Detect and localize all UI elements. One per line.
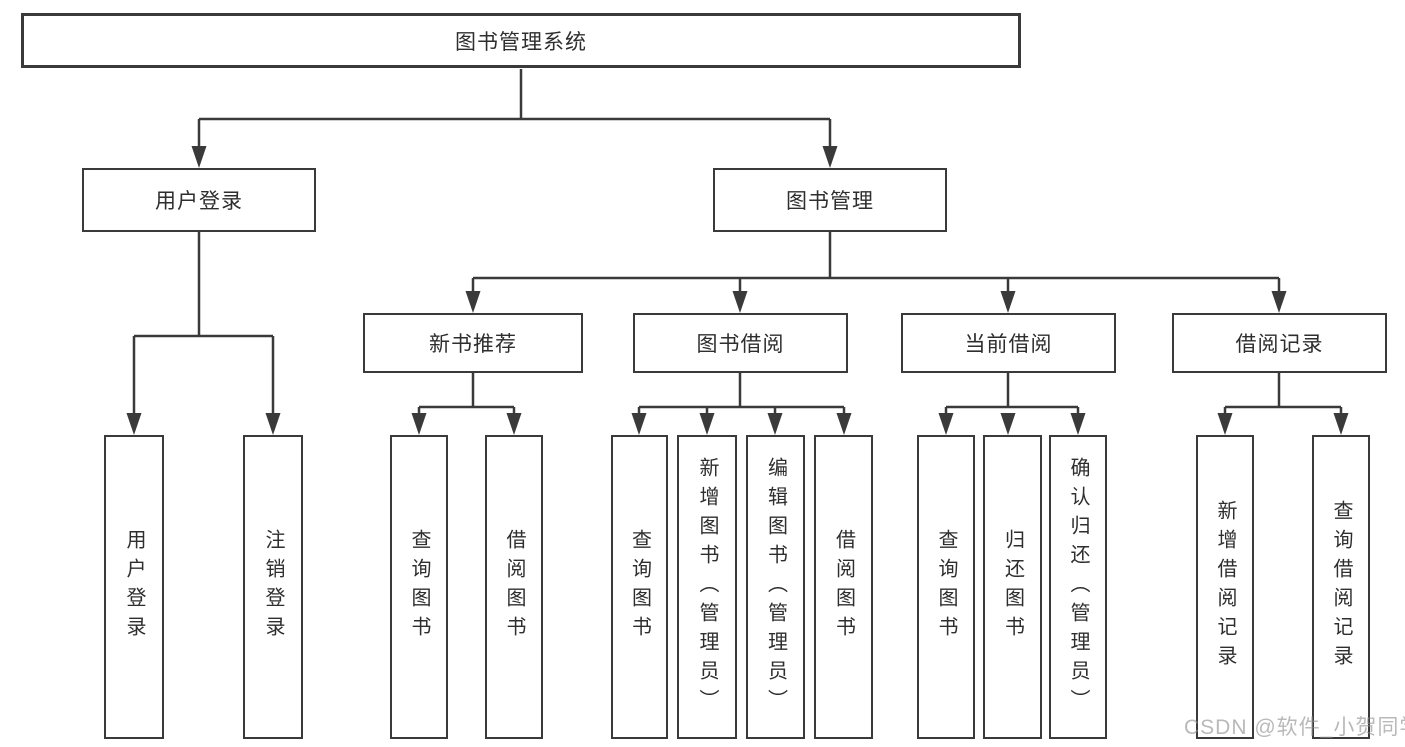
node-label: 图书管理系统	[455, 30, 587, 54]
node-label: 编辑图书（管理员）	[764, 456, 787, 718]
arrow-down-icon	[631, 413, 647, 435]
node-label: 注销登录	[262, 529, 284, 645]
arrow-down-icon	[938, 413, 954, 435]
connector-user-login-to-leaves	[132, 232, 275, 431]
node-edit-book-admin: 编辑图书（管理员）	[746, 435, 805, 739]
node-add-borrow-record: 新增借阅记录	[1196, 435, 1254, 739]
arrow-down-icon	[1217, 413, 1233, 435]
connector-current-borrow-to-leaves	[944, 373, 1080, 431]
node-root: 图书管理系统	[21, 13, 1021, 68]
node-query-book-borrow: 查询图书	[611, 435, 668, 739]
node-label: 查询图书	[408, 529, 430, 645]
arrow-down-icon	[836, 413, 852, 435]
node-label: 用户登录	[155, 190, 243, 213]
node-return-book: 归还图书	[983, 435, 1042, 739]
node-logout: 注销登录	[243, 435, 303, 739]
node-label: 查询图书	[935, 529, 957, 645]
arrow-down-icon	[411, 413, 427, 435]
node-label: 当前借阅	[964, 333, 1053, 356]
arrow-down-icon	[699, 413, 715, 435]
node-new-book-recommend: 新书推荐	[363, 313, 583, 373]
connector-book-borrow-to-leaves	[637, 373, 846, 431]
node-label: 确认归还（管理员）	[1067, 456, 1089, 718]
node-current-borrow: 当前借阅	[901, 313, 1116, 373]
connector-borrow-records-to-leaves	[1223, 373, 1343, 431]
node-label: 用户登录	[123, 529, 145, 645]
node-label: 新增图书（管理员）	[696, 456, 718, 718]
connector-new-book-to-leaves	[417, 373, 516, 431]
connector-root-to-level2	[197, 69, 832, 164]
arrow-down-icon	[822, 146, 838, 168]
node-label: 图书借阅	[696, 333, 785, 356]
node-label: 借阅图书	[503, 529, 525, 645]
node-borrow-records: 借阅记录	[1172, 313, 1387, 373]
arrow-down-icon	[265, 413, 281, 435]
arrow-down-icon	[1000, 413, 1016, 435]
arrow-down-icon	[732, 291, 748, 313]
arrow-down-icon	[767, 413, 783, 435]
node-label: 新增借阅记录	[1214, 500, 1236, 674]
node-query-book-recommend: 查询图书	[390, 435, 448, 739]
node-label: 归还图书	[1001, 529, 1024, 645]
connector-book-management-to-level3	[471, 232, 1281, 309]
node-borrow-book-recommend: 借阅图书	[485, 435, 543, 739]
node-label: 借阅记录	[1235, 333, 1324, 356]
arrow-down-icon	[191, 146, 207, 168]
arrow-down-icon	[506, 413, 522, 435]
node-label: 图书管理	[786, 190, 874, 213]
node-label: 借阅图书	[832, 529, 855, 645]
arrow-down-icon	[465, 291, 481, 313]
arrow-down-icon	[126, 413, 142, 435]
watermark: CSDN @软件_小贺同学	[1184, 716, 1405, 739]
node-confirm-return-admin: 确认归还（管理员）	[1049, 435, 1107, 739]
node-label: 查询图书	[628, 529, 651, 645]
node-label: 新书推荐	[429, 333, 517, 356]
arrow-down-icon	[1070, 413, 1086, 435]
node-book-borrow: 图书借阅	[633, 313, 848, 373]
node-query-book-current: 查询图书	[917, 435, 975, 739]
arrow-down-icon	[1000, 291, 1016, 313]
node-login: 用户登录	[104, 435, 164, 739]
node-user-login: 用户登录	[82, 168, 316, 232]
node-query-borrow-record: 查询借阅记录	[1312, 435, 1370, 739]
node-book-management: 图书管理	[713, 168, 947, 232]
arrow-down-icon	[1333, 413, 1349, 435]
node-add-book-admin: 新增图书（管理员）	[677, 435, 737, 739]
arrow-down-icon	[1271, 291, 1287, 313]
node-borrow-book: 借阅图书	[814, 435, 873, 739]
node-label: 查询借阅记录	[1330, 500, 1352, 674]
